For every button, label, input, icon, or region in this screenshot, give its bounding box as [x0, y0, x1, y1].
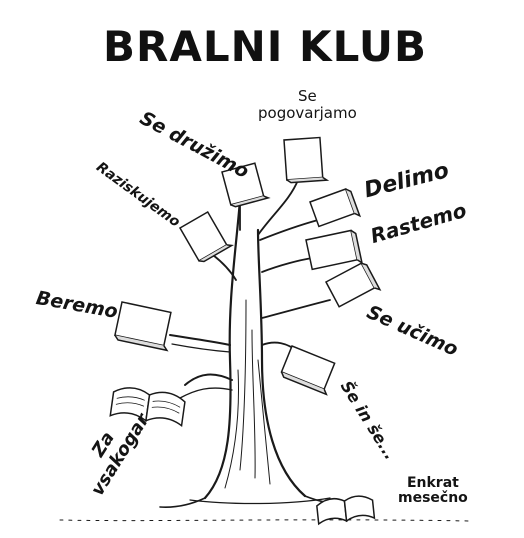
- label-enkrat-mesecno-line1: Enkrat: [406, 475, 459, 491]
- page-title: BRALNI KLUB: [103, 22, 427, 71]
- label-se-pogovarjamo-line1: Se: [298, 87, 317, 105]
- label-enkrat-mesecno-line2: mesečno: [398, 490, 468, 507]
- label-enkrat-mesecno: Enkrat mesečno: [398, 475, 468, 507]
- label-se-pogovarjamo-line2: pogovarjamo: [258, 103, 357, 122]
- label-se-pogovarjamo: Se pogovarjamo: [258, 88, 357, 121]
- book-icon: [283, 136, 330, 184]
